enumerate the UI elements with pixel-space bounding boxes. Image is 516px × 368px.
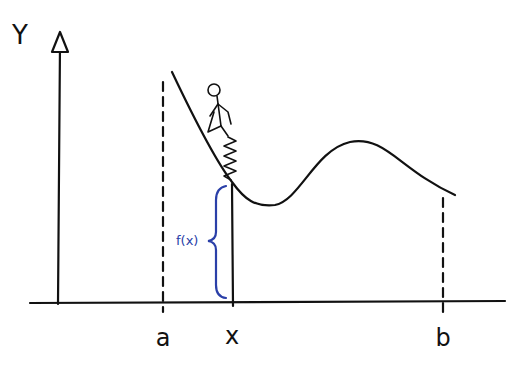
y-axis (58, 44, 60, 304)
spring-symbol (224, 137, 236, 180)
function-value-label: f(x) (176, 234, 198, 247)
interval-end-label: b (435, 326, 450, 350)
vertical-line-x (232, 184, 233, 306)
dashed-line-a (162, 82, 164, 312)
y-axis-arrow (52, 32, 68, 52)
blue-brace (208, 186, 226, 298)
interval-start-label: a (156, 326, 171, 350)
function-curve (172, 72, 455, 205)
stick-figure (208, 84, 231, 136)
axis-label: Y (12, 22, 28, 48)
variable-label: x (225, 324, 239, 348)
dashed-line-b (442, 198, 444, 312)
x-axis (30, 301, 505, 303)
